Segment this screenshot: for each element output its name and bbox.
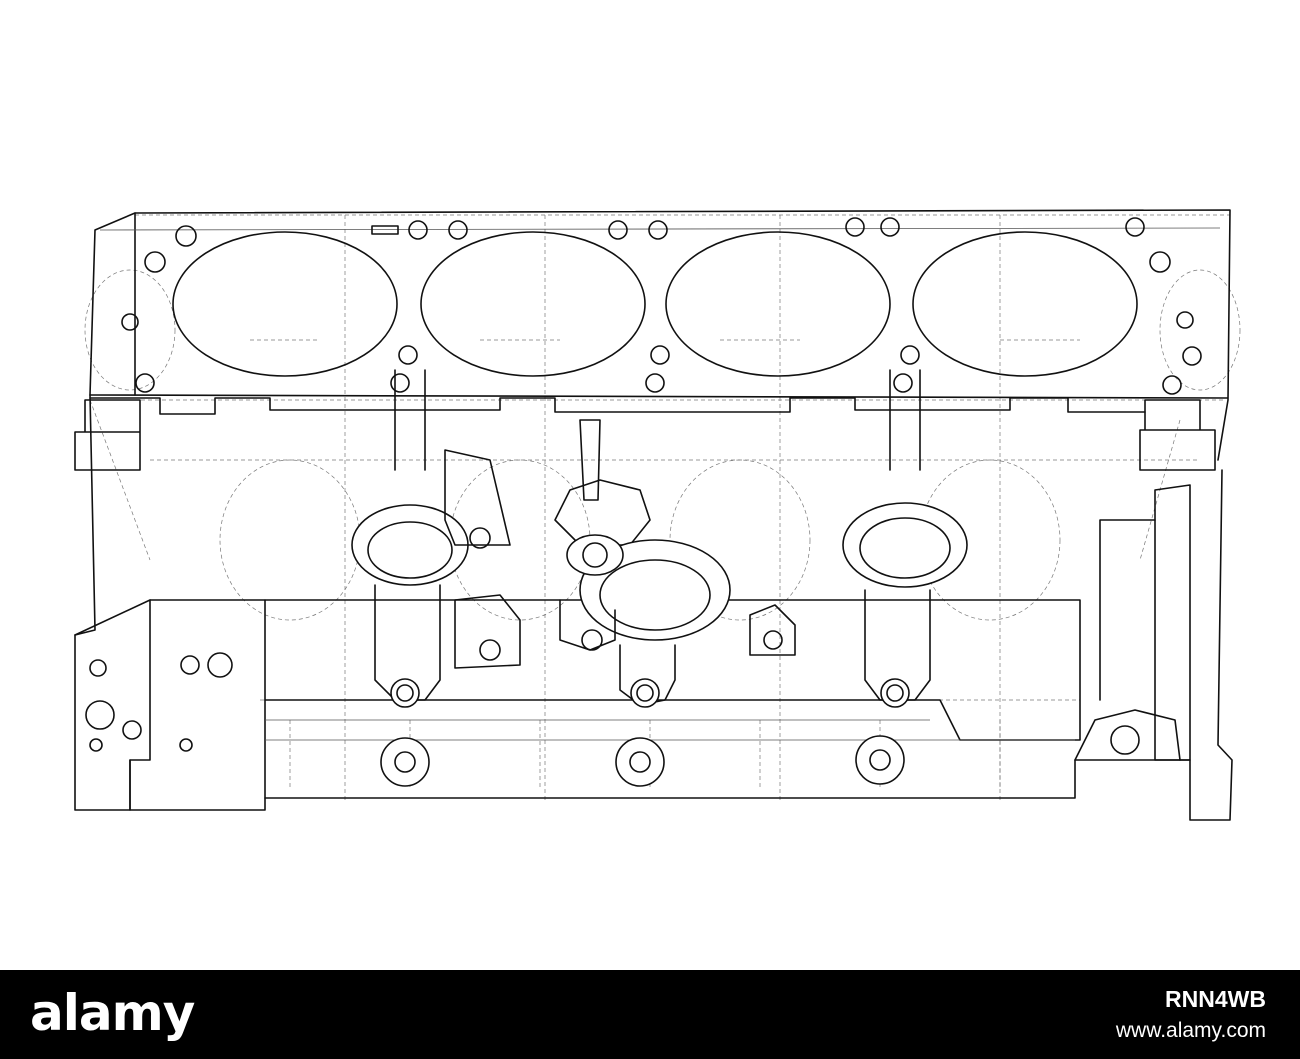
- main-bearing-bolts: [380, 735, 905, 787]
- crank-journal-center: [554, 419, 731, 708]
- engine-block-svg: [74, 209, 1241, 821]
- bearing-cap-center: [749, 604, 796, 656]
- cylinder-bore-4: [912, 231, 1138, 377]
- cylinder-bore-3: [665, 231, 891, 377]
- site-url: www.alamy.com: [1115, 1019, 1266, 1042]
- front-cover-holes: [85, 652, 233, 752]
- cylinder-bore-1: [172, 231, 398, 377]
- connecting-rod-1: [351, 369, 469, 708]
- block-side-walls: [74, 394, 1233, 821]
- counterweight-left: [444, 449, 521, 669]
- block-top-deck: [89, 209, 1231, 461]
- engine-block-wireframe-drawing: [74, 209, 1241, 821]
- deck-bolt-holes: [121, 217, 1202, 395]
- brand-logo: alamy: [30, 984, 195, 1042]
- hidden-lines: [84, 214, 1241, 800]
- image-id: RNN4WB: [1165, 986, 1266, 1012]
- stock-watermark-bar: alamy RNN4WB www.alamy.com: [0, 970, 1300, 1059]
- connecting-rod-2: [842, 369, 968, 708]
- deck-flange: [74, 397, 1216, 471]
- cylinder-bore-2: [420, 231, 646, 377]
- image-info: RNN4WB www.alamy.com: [1116, 986, 1266, 1043]
